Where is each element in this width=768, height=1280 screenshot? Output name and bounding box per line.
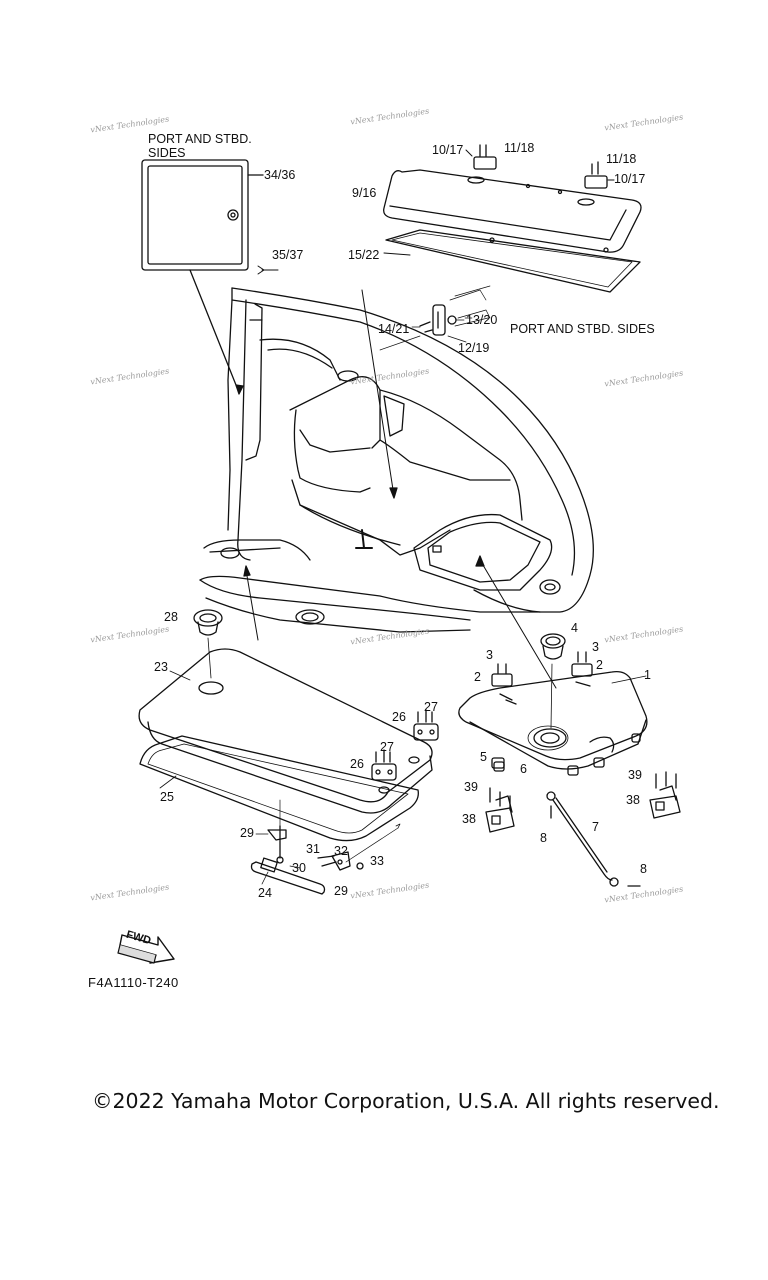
label-part-3-a: 3 <box>486 648 493 662</box>
label-part-39-a: 39 <box>464 780 478 794</box>
label-part-10-17-a: 10/17 <box>432 143 464 157</box>
storage-lid <box>383 169 642 253</box>
label-port-stbd-sides-left: PORT AND STBD. SIDES <box>148 132 252 160</box>
hatch-gasket <box>139 735 419 842</box>
label-part-8-a: 8 <box>540 831 547 845</box>
side-hatch-cover <box>141 159 279 391</box>
cap <box>540 633 566 660</box>
latch-38-right <box>649 771 681 819</box>
hinge-26-upper <box>413 709 439 741</box>
label-part-2-b: 2 <box>596 658 603 672</box>
label-part-10-17-b: 10/17 <box>614 172 646 186</box>
storage-tray <box>458 663 648 776</box>
label-part-12-19: 12/19 <box>458 341 490 355</box>
label-part-28: 28 <box>164 610 178 624</box>
label-part-11-18-b: 11/18 <box>606 152 637 166</box>
label-part-7: 7 <box>592 820 599 834</box>
label-part-24: 24 <box>258 886 272 900</box>
label-part-29-b: 29 <box>334 884 348 898</box>
label-part-13-20: 13/20 <box>466 313 498 327</box>
label-part-33: 33 <box>370 854 384 868</box>
label-part-35-37: 35/37 <box>272 248 304 262</box>
leader-lines <box>159 319 647 885</box>
lid-gasket <box>383 229 641 293</box>
label-part-31: 31 <box>306 842 320 856</box>
gas-strut <box>250 799 401 895</box>
label-part-6: 6 <box>520 762 527 776</box>
label-part-34-36: 34/36 <box>264 168 296 182</box>
label-part-30: 30 <box>292 861 306 875</box>
hull-deck <box>199 287 594 633</box>
label-part-39-b: 39 <box>628 768 642 782</box>
label-part-14-21: 14/21 <box>378 322 410 336</box>
copyright-notice: ©2022 Yamaha Motor Corporation, U.S.A. A… <box>92 1089 720 1113</box>
label-part-26-a: 26 <box>392 710 406 724</box>
label-part-26-b: 26 <box>350 757 364 771</box>
strap <box>546 791 641 887</box>
hinge-top-right <box>584 161 615 189</box>
label-part-4: 4 <box>571 621 578 635</box>
label-port-stbd-sides-right: PORT AND STBD. SIDES <box>510 322 655 336</box>
bracket-right <box>571 651 593 687</box>
stopper <box>491 757 505 769</box>
drain-cap <box>193 609 223 679</box>
label-part-5: 5 <box>480 750 487 764</box>
label-part-11-18-a: 11/18 <box>504 141 535 155</box>
label-part-1: 1 <box>644 668 651 682</box>
label-part-27-a: 27 <box>424 700 438 714</box>
label-part-32: 32 <box>334 844 348 858</box>
latch <box>379 285 491 351</box>
bracket-left <box>491 663 517 705</box>
front-hatch-lid <box>138 648 433 814</box>
label-part-27-b: 27 <box>380 740 394 754</box>
label-part-3-b: 3 <box>592 640 599 654</box>
label-part-8-b: 8 <box>640 862 647 876</box>
label-part-2-a: 2 <box>474 670 481 684</box>
fwd-arrow-icon <box>117 934 175 964</box>
label-part-23: 23 <box>154 660 168 674</box>
label-part-25: 25 <box>160 790 174 804</box>
label-part-38-b: 38 <box>626 793 640 807</box>
latch-38-left <box>485 787 515 833</box>
label-part-15-22: 15/22 <box>348 248 380 262</box>
hinge-26-lower <box>371 749 397 781</box>
label-part-29-a: 29 <box>240 826 254 840</box>
hinge-top-left <box>465 144 497 170</box>
arrow-head <box>235 384 244 395</box>
label-part-9-16: 9/16 <box>352 186 377 200</box>
diagram-code: F4A1110-T240 <box>88 975 179 990</box>
label-part-38-a: 38 <box>462 812 476 826</box>
